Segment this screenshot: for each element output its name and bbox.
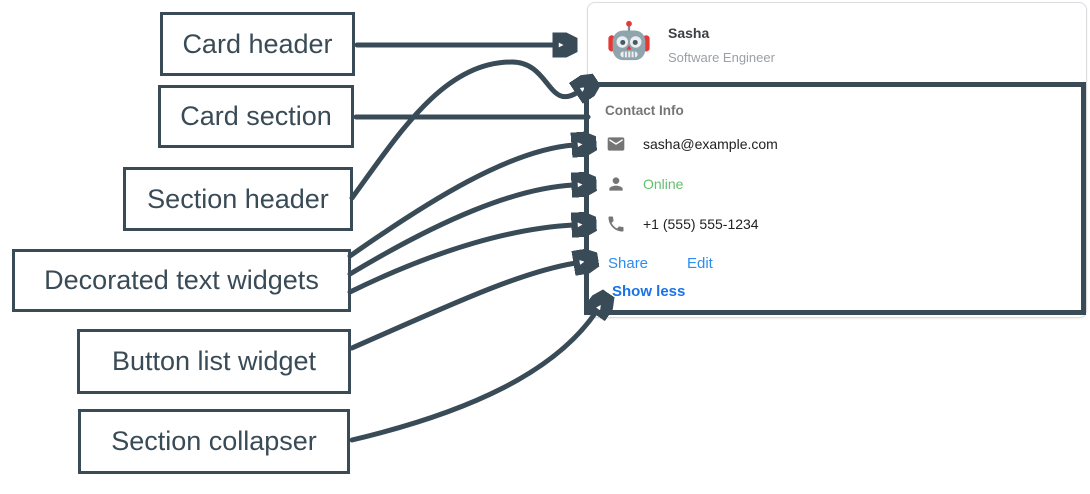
label-card-header-text: Card header — [182, 28, 333, 59]
arrow-decorated-phone — [347, 225, 574, 295]
label-section-collapser: Section collapser — [78, 409, 350, 474]
email-text: sasha@example.com — [643, 136, 778, 152]
section-header-title: Contact Info — [605, 103, 684, 118]
arrow-decorated-status — [347, 185, 574, 277]
arrow-section-header — [349, 59, 578, 201]
label-decorated-text-widgets-text: Decorated text widgets — [44, 265, 319, 295]
person-icon — [609, 177, 623, 191]
decorated-text-phone-row: +1 (555) 555-1234 — [606, 214, 759, 234]
label-section-collapser-text: Section collapser — [111, 426, 317, 456]
arrow-section-collapser — [349, 312, 596, 443]
robot-avatar — [608, 20, 650, 61]
label-card-header: Card header — [160, 12, 355, 76]
edit-button[interactable]: Edit — [687, 255, 713, 272]
label-card-section-text: Card section — [180, 101, 332, 131]
label-button-list-widget: Button list widget — [77, 329, 351, 394]
card-header-subtitle: Software Engineer — [668, 50, 775, 65]
card-header-name: Sasha — [668, 25, 710, 41]
phone-text: +1 (555) 555-1234 — [643, 216, 759, 232]
label-section-header-text: Section header — [147, 183, 329, 214]
mail-icon — [607, 137, 625, 151]
label-section-header: Section header — [123, 167, 353, 231]
label-decorated-text-widgets: Decorated text widgets — [12, 249, 351, 312]
share-button[interactable]: Share — [608, 255, 649, 272]
decorated-text-email-row: sasha@example.com — [606, 134, 778, 154]
label-card-section: Card section — [158, 85, 354, 148]
decorated-text-status-row: Online — [606, 174, 683, 194]
arrow-button-list — [349, 263, 576, 351]
label-button-list-widget-text: Button list widget — [111, 346, 317, 376]
show-less-collapser[interactable]: Show less — [612, 283, 686, 300]
status-text: Online — [643, 176, 684, 192]
phone-icon — [608, 216, 624, 232]
contact-card — [587, 2, 1087, 318]
arrow-decorated-email — [347, 145, 574, 259]
